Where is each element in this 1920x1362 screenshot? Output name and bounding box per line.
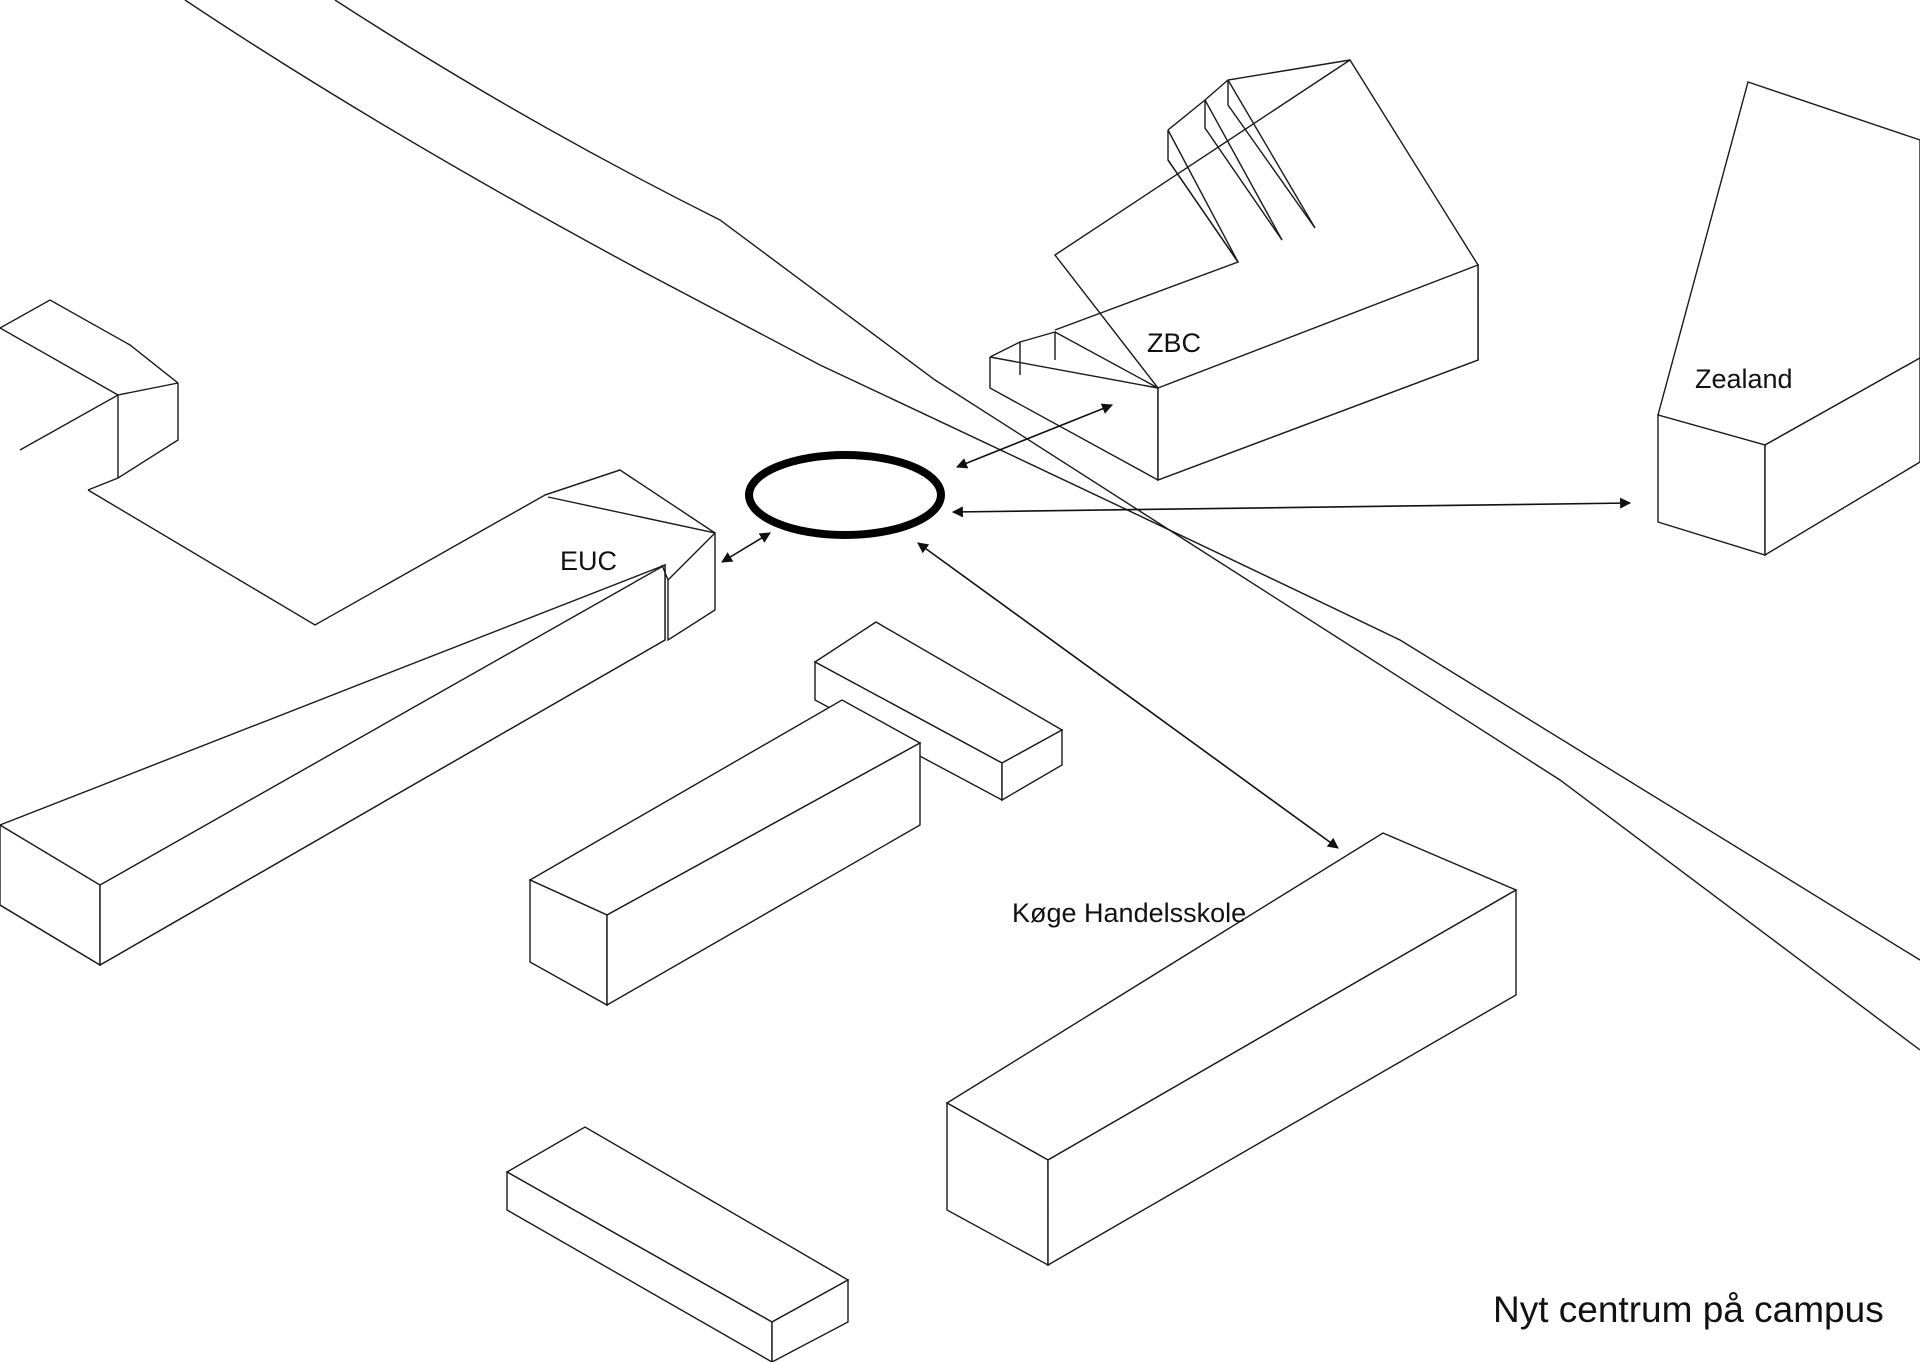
zealand-building xyxy=(1657,81,1920,557)
label-euc: EUC xyxy=(560,546,617,576)
arrow-koege xyxy=(917,542,1339,849)
arrow-euc xyxy=(721,532,771,563)
koege-building xyxy=(945,832,1518,1267)
road xyxy=(184,0,1920,1051)
zbc-building xyxy=(989,59,1479,482)
euc-building xyxy=(0,299,716,967)
connection-arrows xyxy=(721,403,1632,849)
arrow-zbc xyxy=(955,403,1114,469)
diagram-title: Nyt centrum på campus xyxy=(1493,1289,1884,1330)
arrow-zealand xyxy=(951,497,1632,518)
campus-center-ellipse xyxy=(745,451,945,539)
mid-building-long xyxy=(528,699,922,1007)
label-koege: Køge Handelsskole xyxy=(1012,898,1246,928)
bottom-left-building xyxy=(505,1126,850,1362)
label-zealand: Zealand xyxy=(1695,364,1793,394)
label-zbc: ZBC xyxy=(1147,328,1201,358)
